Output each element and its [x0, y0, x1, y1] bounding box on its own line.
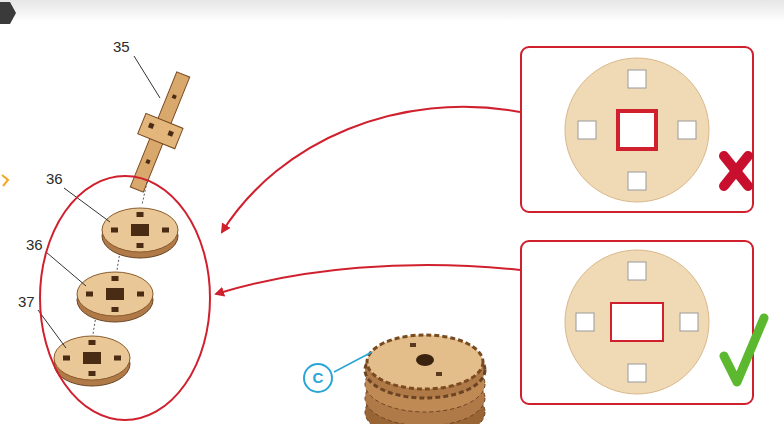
square-hole [578, 121, 596, 139]
top-band [0, 0, 784, 22]
square-hole [680, 313, 698, 331]
leader-line [334, 352, 372, 372]
center-hole-square [618, 111, 656, 149]
square-hole [628, 364, 646, 382]
square-hole [628, 172, 646, 190]
disc-part [102, 208, 178, 258]
square-hole [678, 121, 696, 139]
square-hole [628, 70, 646, 88]
reference-letter: C [313, 369, 324, 387]
reference-circle: C [303, 363, 333, 393]
guide-line [142, 182, 147, 205]
callout-number: 37 [18, 293, 35, 311]
edge-mark [2, 175, 8, 186]
correct-check [724, 318, 764, 382]
disc-top-view [565, 58, 709, 202]
leader-line [134, 56, 160, 98]
gear-stack [365, 335, 485, 424]
disc-part [54, 336, 130, 386]
wrong-panel [521, 47, 753, 212]
disc-part [77, 272, 153, 322]
pointer-arrow [216, 265, 520, 294]
wrong-cross [724, 156, 748, 186]
pointer-arrow [222, 107, 520, 232]
highlight-ellipse [40, 176, 210, 420]
leader-line [46, 252, 86, 286]
center-hole-rect [611, 303, 663, 341]
step-marker [0, 2, 16, 24]
disc-top-view [565, 250, 709, 394]
stick-part [118, 67, 202, 197]
square-hole [628, 262, 646, 280]
callout-number: 36 [26, 236, 43, 254]
callout-number: 36 [46, 170, 63, 188]
callout-number: 35 [113, 38, 130, 56]
square-hole [576, 313, 594, 331]
correct-panel [521, 241, 753, 404]
